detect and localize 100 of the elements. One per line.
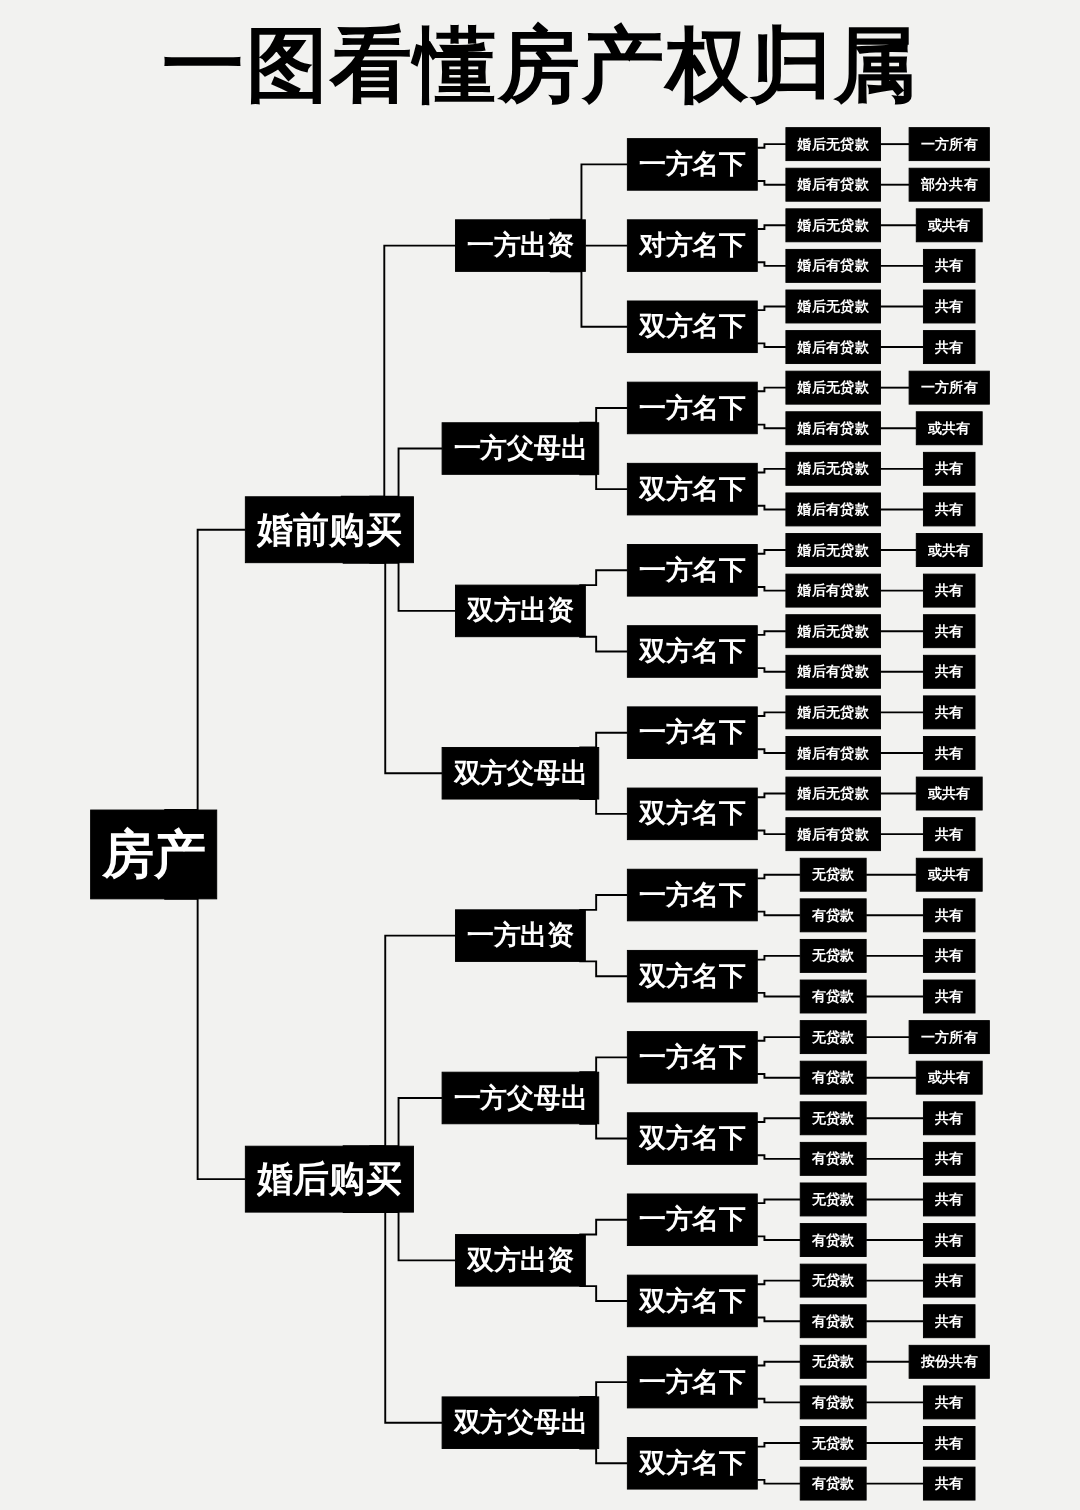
node-box: 双方父母出 bbox=[441, 1396, 600, 1450]
connector bbox=[865, 1158, 925, 1161]
connector bbox=[756, 1198, 802, 1205]
node-box: 双方名下 bbox=[626, 463, 758, 516]
connector bbox=[756, 911, 802, 917]
connector bbox=[756, 1279, 802, 1286]
node-box: 一方名下 bbox=[626, 1356, 758, 1409]
connector bbox=[879, 711, 925, 714]
node-box: 有贷款 bbox=[799, 898, 867, 933]
connector bbox=[756, 1398, 802, 1404]
connector bbox=[879, 671, 925, 674]
node-box: 或共有 bbox=[915, 208, 983, 243]
node-box: 有贷款 bbox=[799, 1385, 867, 1420]
connector bbox=[879, 589, 925, 592]
node-box: 一方所有 bbox=[908, 127, 990, 162]
connector bbox=[756, 1073, 802, 1079]
connector bbox=[584, 244, 629, 247]
connector bbox=[756, 667, 787, 674]
node-box: 无贷款 bbox=[799, 1182, 867, 1217]
node-box: 无贷款 bbox=[799, 1020, 867, 1055]
node-box: 双方名下 bbox=[626, 1437, 758, 1490]
node-box: 一方名下 bbox=[626, 1193, 758, 1247]
node-box: 或共有 bbox=[915, 1061, 983, 1095]
node-box: 共有 bbox=[922, 1466, 976, 1501]
node-box: 婚后无贷款 bbox=[785, 127, 881, 162]
connector bbox=[756, 1235, 802, 1242]
connector bbox=[756, 505, 787, 511]
connector bbox=[879, 752, 925, 755]
node-box: 婚后有贷款 bbox=[785, 411, 881, 446]
connector bbox=[756, 630, 787, 637]
node-box: 一方所有 bbox=[908, 1020, 990, 1055]
node-box: 无贷款 bbox=[799, 858, 867, 892]
connector bbox=[879, 265, 925, 268]
node-box: 共有 bbox=[922, 736, 976, 771]
connector bbox=[756, 1361, 802, 1367]
node-box: 一方名下 bbox=[626, 138, 758, 191]
connector bbox=[879, 427, 918, 430]
connector bbox=[756, 387, 787, 393]
connector bbox=[756, 549, 787, 555]
node-box: 双方名下 bbox=[626, 950, 758, 1003]
connector bbox=[756, 992, 802, 998]
connector bbox=[756, 792, 787, 799]
connector bbox=[756, 586, 787, 592]
node-box: 无贷款 bbox=[799, 1345, 867, 1380]
connector bbox=[865, 1077, 918, 1079]
connector bbox=[865, 1198, 925, 1201]
node-box: 一方名下 bbox=[626, 869, 758, 922]
connector bbox=[879, 387, 911, 389]
node-box: 婚后无贷款 bbox=[785, 776, 881, 811]
diagram-title: 一图看懂房产权归属 bbox=[161, 18, 919, 113]
node-box: 婚后无贷款 bbox=[785, 208, 881, 243]
node-box: 无贷款 bbox=[799, 1426, 867, 1461]
connector bbox=[865, 1442, 925, 1445]
node-box: 共有 bbox=[922, 1223, 976, 1258]
node-box: 婚后有贷款 bbox=[785, 330, 881, 365]
node-box: 共有 bbox=[922, 939, 976, 974]
node-box: 部分共有 bbox=[908, 168, 990, 202]
connector bbox=[865, 914, 925, 917]
node-box: 或共有 bbox=[915, 533, 983, 568]
node-box: 共有 bbox=[922, 1426, 976, 1461]
node-box: 共有 bbox=[922, 249, 976, 284]
node-box: 共有 bbox=[922, 1182, 976, 1217]
connector bbox=[865, 1320, 925, 1323]
connector bbox=[756, 143, 787, 150]
node-box: 婚后有贷款 bbox=[785, 817, 881, 852]
node-box: 双方父母出 bbox=[441, 747, 600, 800]
node-box: 有贷款 bbox=[799, 1061, 867, 1095]
node-box: 婚后无贷款 bbox=[785, 533, 881, 568]
node-box: 共有 bbox=[922, 330, 976, 365]
connector bbox=[865, 1361, 911, 1364]
node-box: 对方名下 bbox=[626, 219, 758, 273]
node-box: 婚后有贷款 bbox=[785, 736, 881, 771]
node-box: 婚后有贷款 bbox=[785, 655, 881, 690]
connector bbox=[879, 143, 911, 146]
node-box: 按份共有 bbox=[908, 1345, 990, 1380]
connector bbox=[865, 1117, 925, 1120]
connector bbox=[756, 1117, 802, 1124]
connector bbox=[756, 829, 787, 836]
node-box: 无贷款 bbox=[799, 1264, 867, 1298]
connector bbox=[756, 955, 802, 961]
connector bbox=[879, 468, 925, 471]
node-box: 双方名下 bbox=[626, 787, 758, 841]
connector bbox=[756, 180, 787, 186]
node-box: 无贷款 bbox=[799, 1101, 867, 1136]
node-box: 无贷款 bbox=[799, 939, 867, 974]
node-box: 双方名下 bbox=[626, 1112, 758, 1166]
connector bbox=[756, 748, 787, 755]
node-box: 双方名下 bbox=[626, 300, 758, 354]
node-box: 双方名下 bbox=[626, 1274, 758, 1328]
node-box: 或共有 bbox=[915, 411, 983, 446]
node-box: 共有 bbox=[922, 452, 976, 487]
node-box: 共有 bbox=[922, 695, 976, 730]
connector bbox=[756, 305, 787, 312]
node-box: 一方出资 bbox=[455, 219, 586, 273]
connector bbox=[865, 1401, 925, 1404]
node-box: 双方名下 bbox=[626, 625, 758, 679]
node-box: 双方出资 bbox=[455, 1234, 586, 1287]
node-box: 或共有 bbox=[915, 776, 983, 811]
node-box: 婚后无贷款 bbox=[785, 371, 881, 405]
node-box: 有贷款 bbox=[799, 1466, 867, 1501]
